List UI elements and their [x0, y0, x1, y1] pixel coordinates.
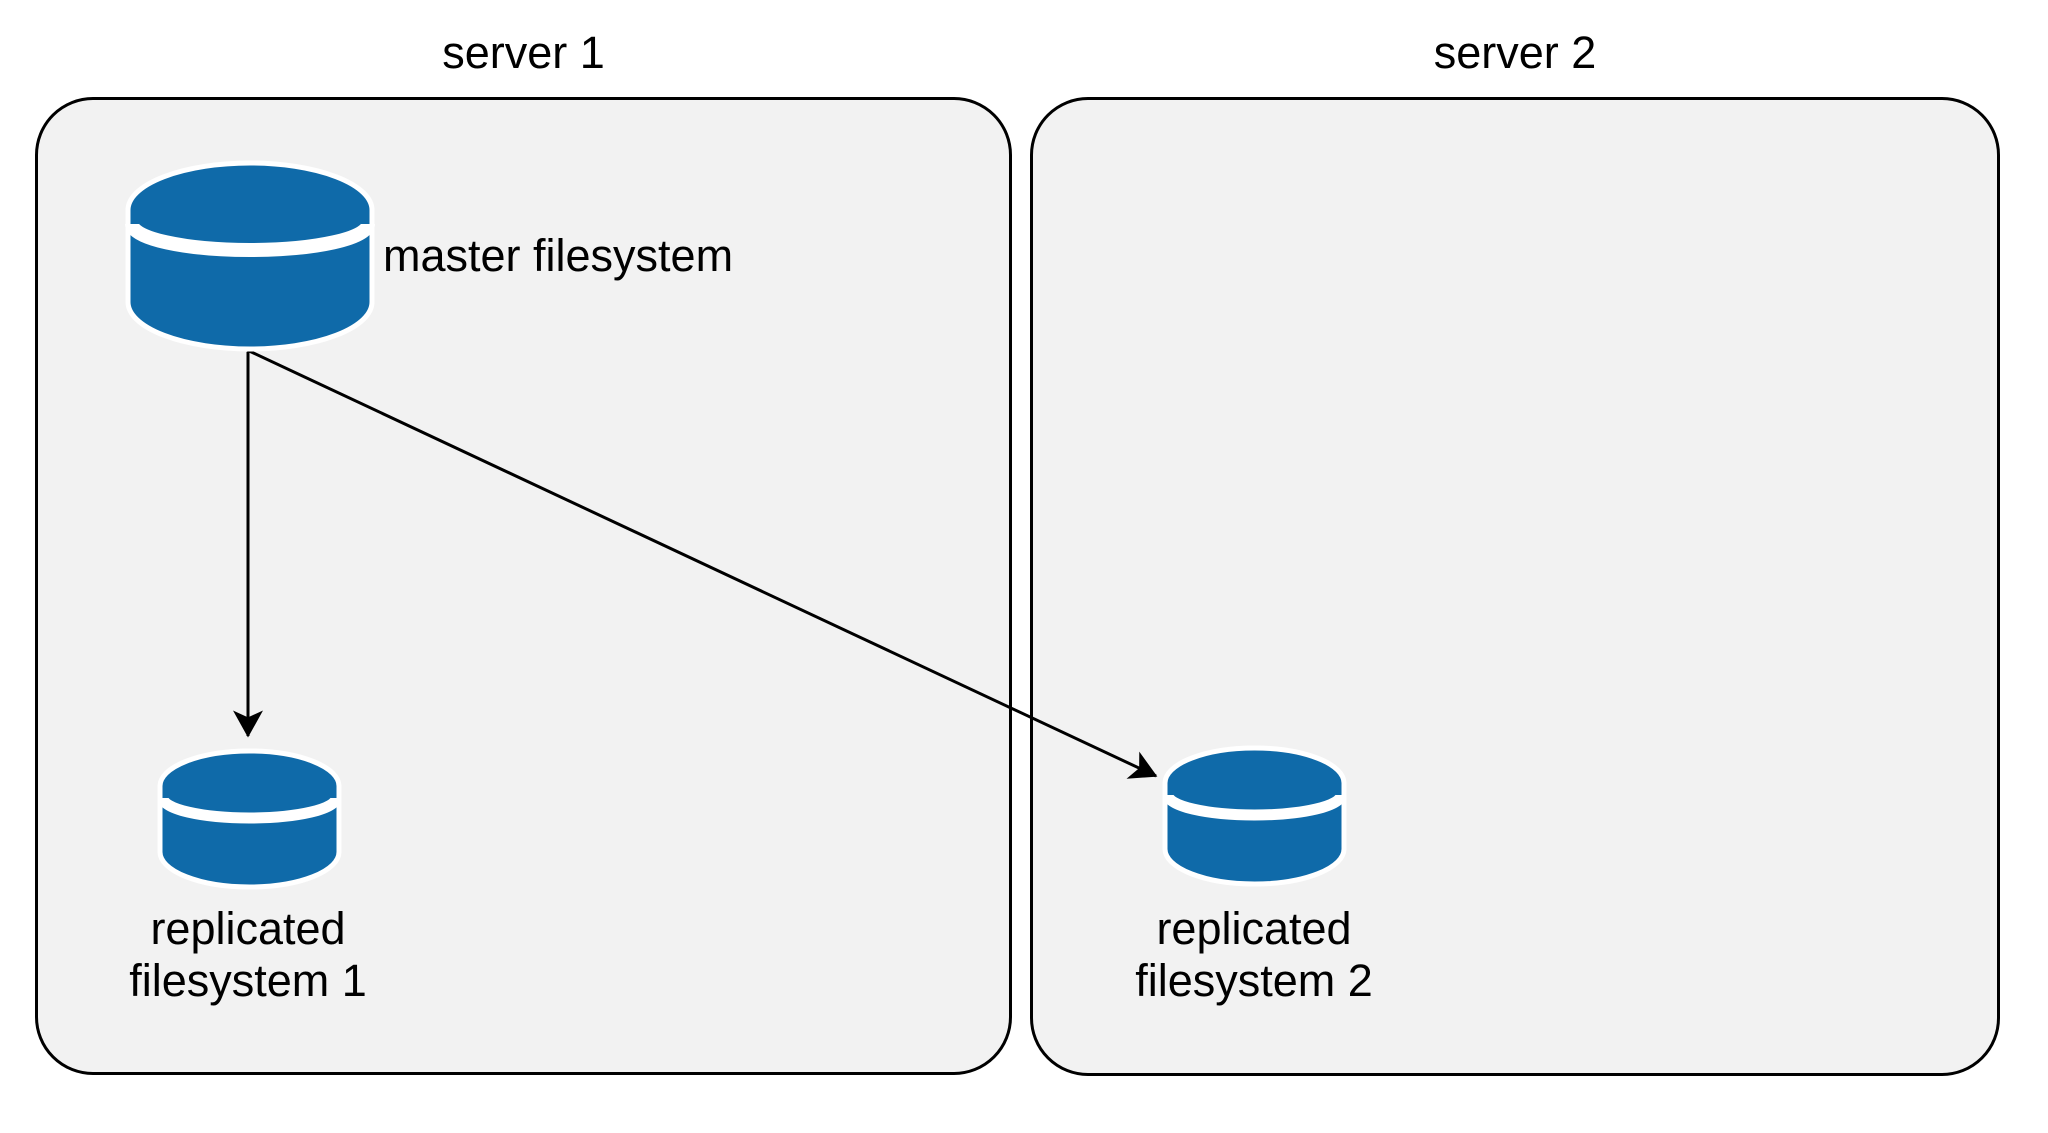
replicated-filesystem-1-database-icon: [157, 748, 342, 890]
master-filesystem-label: master filesystem: [383, 230, 734, 281]
server-2-box: [1030, 97, 2000, 1076]
server-2-title: server 2: [1433, 27, 1597, 78]
replicated-filesystem-2-label: replicated filesystem 2: [1135, 903, 1373, 1006]
master-filesystem-database-icon: [125, 160, 375, 352]
server-1-title: server 1: [442, 27, 605, 78]
replicated-filesystem-2-database-icon: [1162, 745, 1347, 887]
replicated-filesystem-1-label: replicated filesystem 1: [129, 903, 367, 1006]
